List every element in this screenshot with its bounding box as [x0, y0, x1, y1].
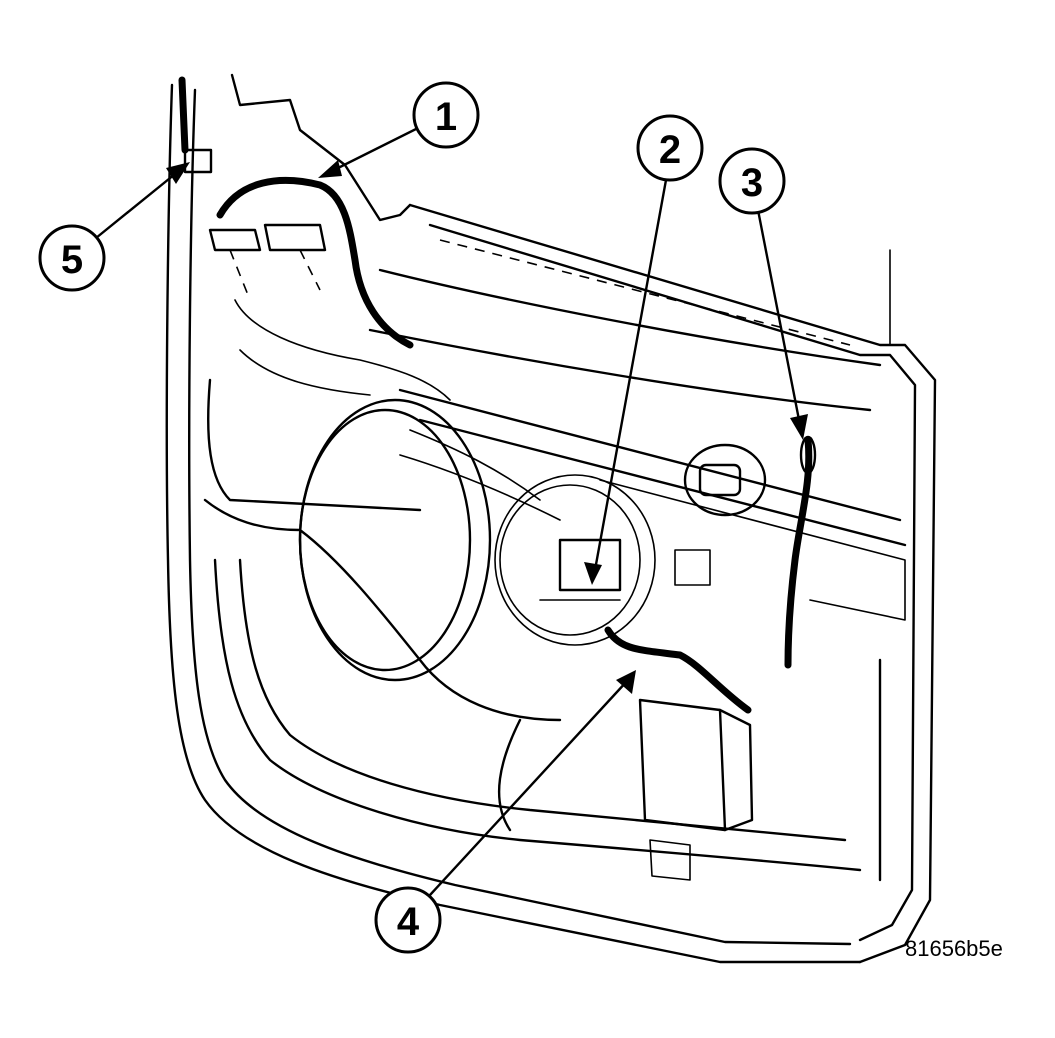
callout-4-label: 4 [397, 900, 420, 944]
callout-3-label: 3 [741, 161, 763, 205]
leader-3 [756, 208, 802, 427]
figure-id: 81656b5e [905, 936, 1003, 961]
callout-5-label: 5 [61, 238, 83, 282]
callout-3: 3 [718, 147, 786, 215]
wiring-harness [208, 177, 561, 521]
door-module [638, 698, 754, 881]
arrowhead-3 [790, 414, 808, 440]
leader-1 [328, 126, 420, 174]
leader-2 [593, 178, 668, 572]
leader-4 [428, 678, 630, 897]
belt-trim [368, 239, 907, 621]
arrowhead-1 [318, 160, 342, 178]
arrowhead-2 [584, 562, 602, 585]
callout-2: 2 [636, 114, 704, 182]
door-shell [165, 73, 937, 964]
arrowhead-4 [616, 670, 636, 694]
arrowhead-5 [166, 162, 190, 184]
retainer-clip [178, 76, 213, 174]
lock-knob [674, 443, 767, 586]
callout-4: 4 [374, 886, 442, 954]
callout-1: 1 [412, 81, 480, 149]
leader-lines [94, 126, 808, 897]
leader-5 [94, 168, 182, 240]
callout-1-label: 1 [435, 95, 457, 139]
latch-cable [604, 626, 752, 714]
lock-rod [784, 435, 817, 669]
callout-2-label: 2 [659, 128, 681, 172]
speaker-opening [298, 398, 656, 682]
switch-connector [539, 538, 622, 601]
callout-5: 5 [38, 224, 106, 292]
